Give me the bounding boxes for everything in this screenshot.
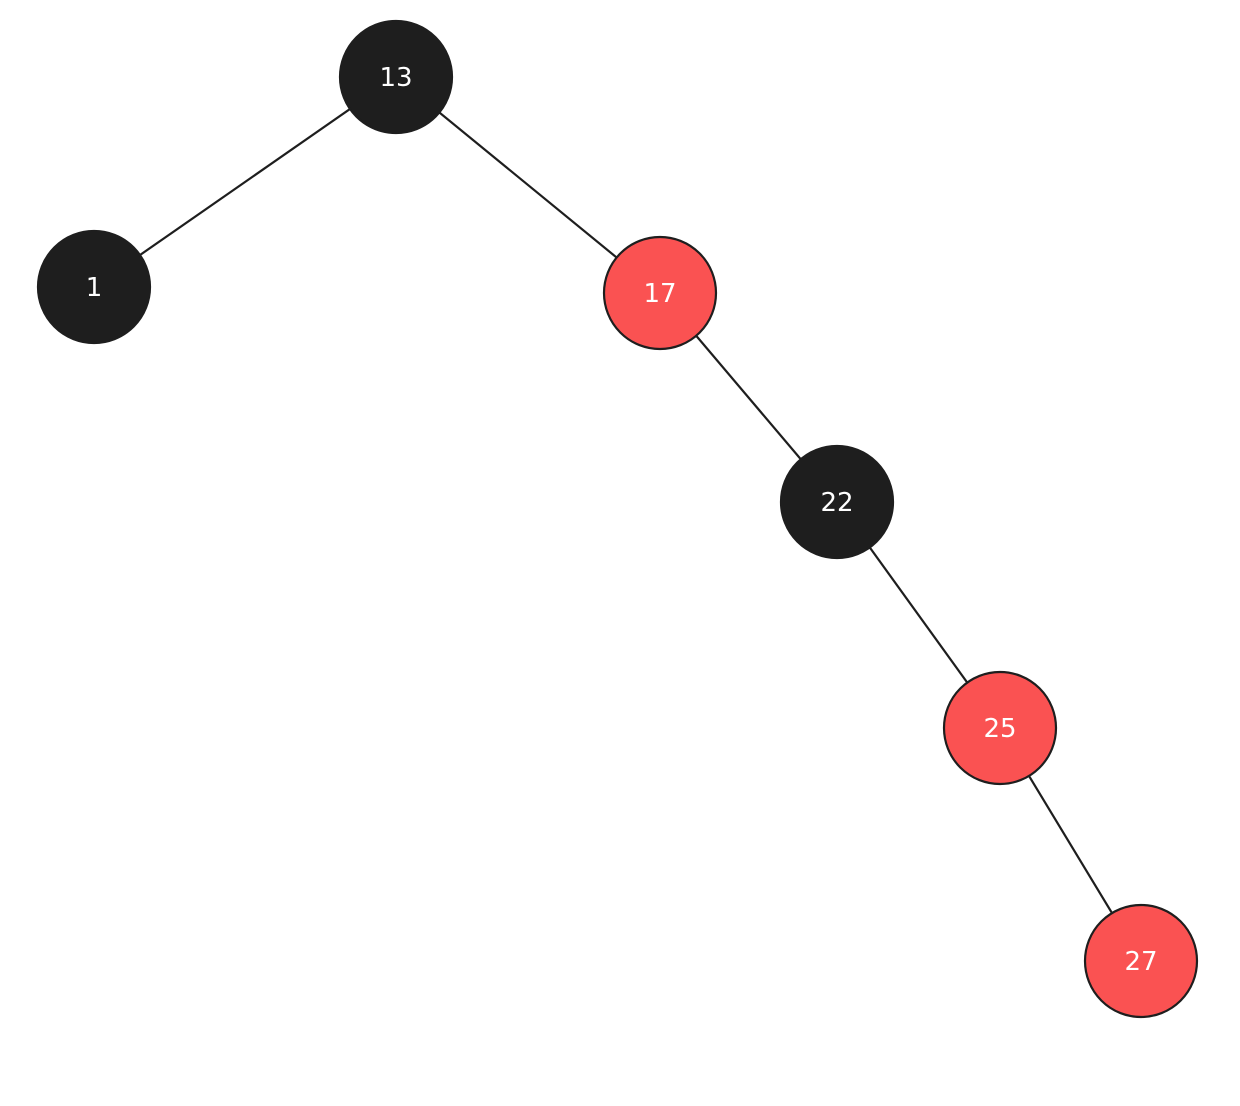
black-node-circle xyxy=(779,444,895,560)
tree-node-1: 1 xyxy=(36,229,152,345)
edge-n13-n1 xyxy=(93,76,397,288)
node-label: 22 xyxy=(820,488,853,518)
nodes: 13 1 17 22 25 27 xyxy=(36,19,1199,1019)
node-label: 13 xyxy=(379,63,412,93)
node-label: 25 xyxy=(983,714,1016,744)
tree-node-13: 13 xyxy=(338,19,454,135)
red-node-circle xyxy=(1083,903,1199,1019)
edges xyxy=(93,76,1142,962)
tree-node-17: 17 xyxy=(602,235,718,351)
red-node-circle xyxy=(602,235,718,351)
node-label: 27 xyxy=(1124,947,1157,977)
black-node-circle xyxy=(36,229,152,345)
tree-node-22: 22 xyxy=(779,444,895,560)
node-label: 1 xyxy=(86,273,103,303)
red-node-circle xyxy=(942,670,1058,786)
tree-node-27: 27 xyxy=(1083,903,1199,1019)
black-node-circle xyxy=(338,19,454,135)
node-label: 17 xyxy=(643,279,676,309)
tree-node-25: 25 xyxy=(942,670,1058,786)
